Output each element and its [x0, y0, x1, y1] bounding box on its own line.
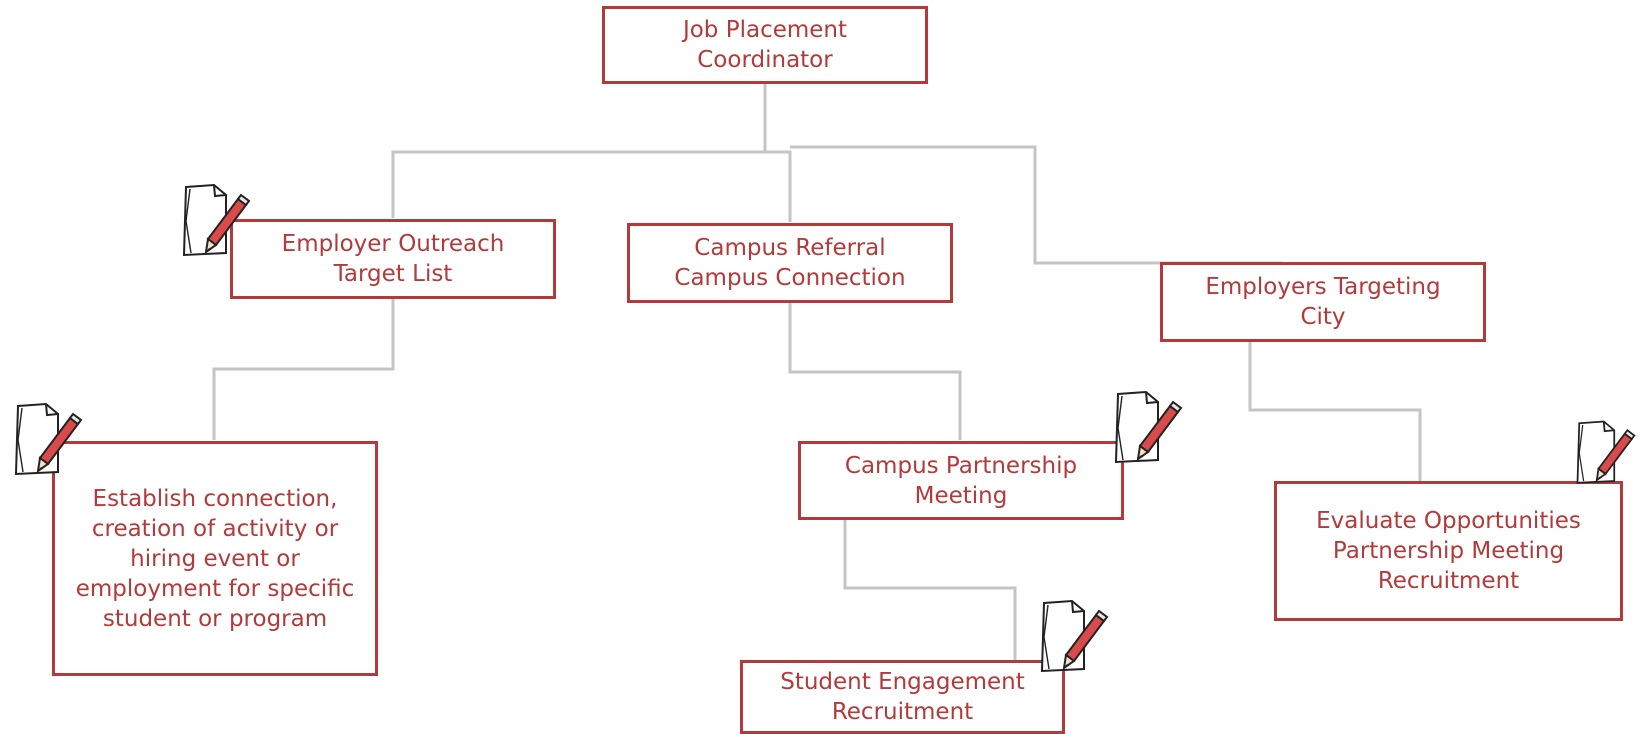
- connector-outreach-to-establish: [212, 299, 395, 440]
- node-job-placement-coordinator: Job Placement Coordinator: [602, 6, 928, 84]
- node-label: Establish connection, creation of activi…: [75, 485, 355, 632]
- note-with-pencil-icon: [1114, 390, 1183, 464]
- connector-targeting-to-evaluate: [1248, 340, 1422, 481]
- node-establish-connection: Establish connection, creation of activi…: [52, 441, 378, 676]
- node-label: Student Engagement Recruitment: [780, 669, 1025, 725]
- node-evaluate-opportunities: Evaluate Opportunities Partnership Meeti…: [1274, 481, 1623, 621]
- node-employers-targeting: Employers Targeting City: [1160, 262, 1486, 342]
- node-label: Campus Referral Campus Connection: [674, 235, 906, 291]
- node-label: Job Placement Coordinator: [682, 17, 848, 73]
- node-campus-referral: Campus Referral Campus Connection: [627, 223, 953, 303]
- connector-coordinator-to-outreach: [391, 83, 767, 218]
- connector-partnership-to-engagement: [843, 518, 1017, 660]
- connector-coordinator-to-targeting: [790, 145, 1282, 265]
- note-with-pencil-icon: [1040, 599, 1109, 673]
- node-student-engagement: Student Engagement Recruitment: [740, 660, 1065, 734]
- note-with-pencil-icon: [182, 183, 251, 257]
- node-label: Employers Targeting City: [1205, 274, 1441, 330]
- note-with-pencil-icon: [1576, 420, 1636, 484]
- node-label: Employer Outreach Target List: [281, 231, 505, 287]
- node-campus-partnership: Campus Partnership Meeting: [798, 441, 1124, 520]
- node-label: Evaluate Opportunities Partnership Meeti…: [1316, 508, 1581, 594]
- connector-coordinator-to-referral: [765, 150, 792, 222]
- connector-referral-to-partnership: [788, 302, 962, 440]
- node-label: Campus Partnership Meeting: [844, 452, 1078, 509]
- node-employer-outreach: Employer Outreach Target List: [230, 219, 556, 299]
- note-with-pencil-icon: [14, 402, 83, 476]
